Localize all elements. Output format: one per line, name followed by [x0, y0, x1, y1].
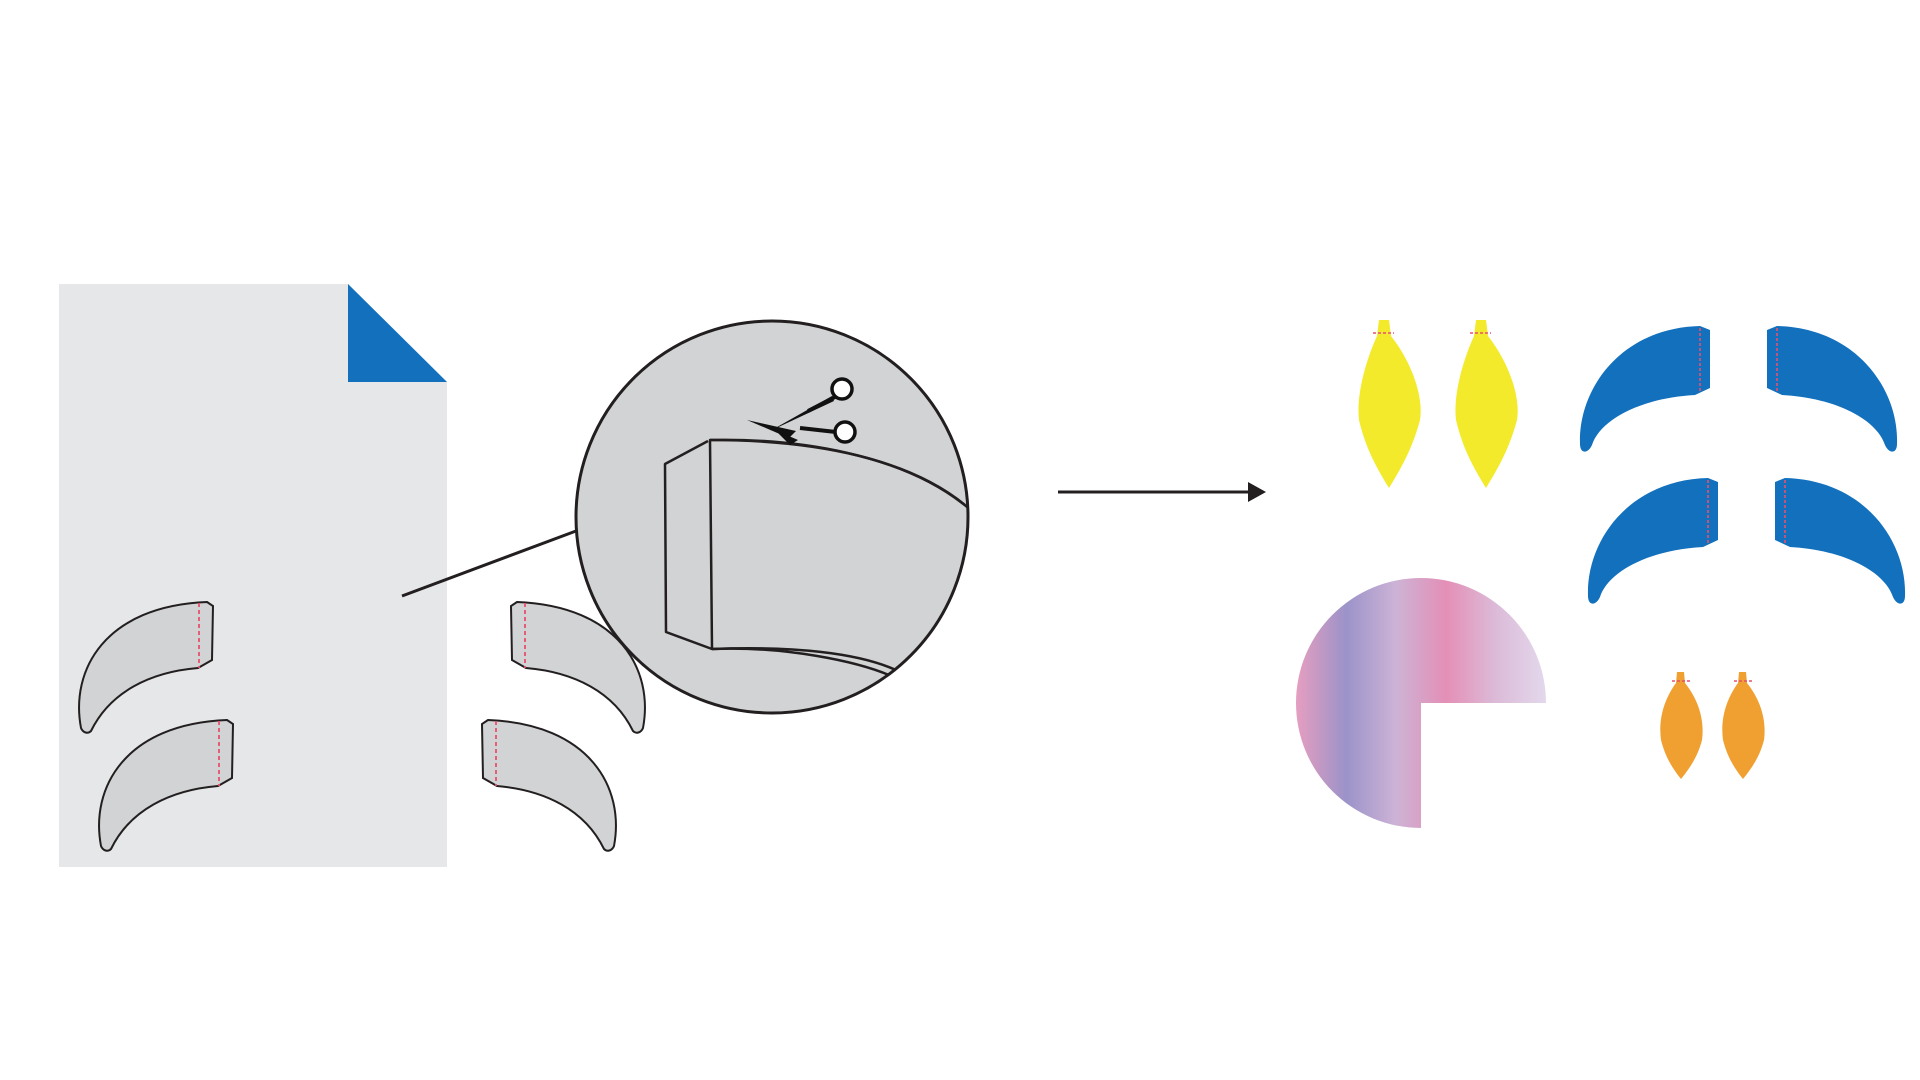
template-piece	[78, 600, 215, 734]
gradient-piece	[1296, 578, 1546, 828]
blue-piece	[1579, 326, 1710, 452]
cut-pieces-group	[1296, 320, 1906, 828]
template-piece	[98, 718, 235, 852]
paper-sheet-icon	[59, 284, 646, 867]
orange-piece	[1722, 672, 1765, 779]
arrow-right-icon	[1058, 482, 1266, 502]
paper-sheet	[59, 284, 447, 867]
scissors-icon	[747, 377, 857, 445]
yellow-piece	[1455, 320, 1518, 488]
sheet-corner-fold	[348, 284, 447, 382]
template-piece	[509, 600, 646, 734]
blue-piece	[1767, 326, 1898, 452]
orange-piece	[1660, 672, 1703, 779]
yellow-piece	[1358, 320, 1421, 488]
zoom-connector-line	[401, 529, 577, 598]
blue-piece	[1587, 478, 1718, 604]
template-piece	[480, 718, 617, 852]
blue-piece	[1775, 478, 1906, 604]
magnifier-circle-icon	[574, 319, 970, 715]
